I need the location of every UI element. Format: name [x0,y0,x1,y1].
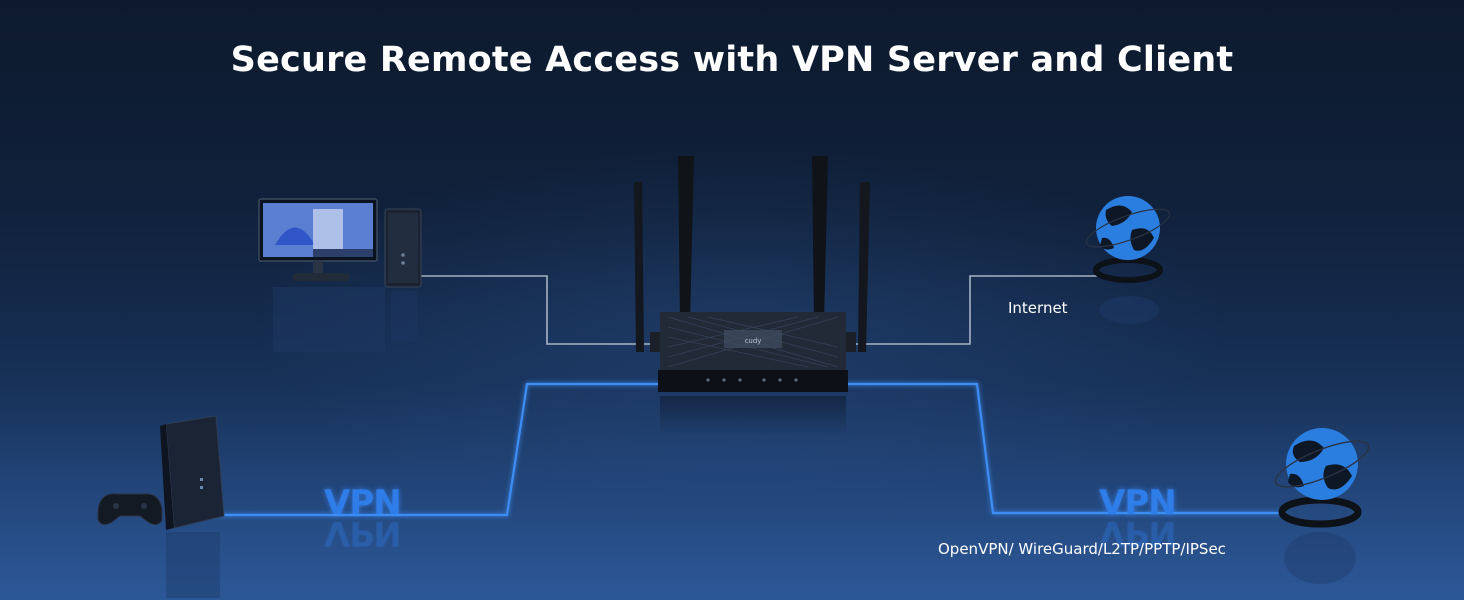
router-icon: cudy [634,156,870,402]
vpn-line-right [845,382,1285,515]
internet-label: Internet [1008,299,1068,317]
vpn-label-right: VPN [1099,483,1177,523]
wired-line-pc [418,275,660,345]
router-brand: cudy [745,337,762,345]
globe-icon [1274,428,1370,584]
desktop-pc-icon [258,198,422,352]
nas-server-icon [160,415,225,598]
game-controller-icon [97,493,163,526]
protocols-label: OpenVPN/ WireGuard/L2TP/PPTP/IPSec [938,540,1226,558]
router-reflection [660,396,846,436]
vpn-line-left [210,382,660,517]
wired-line-internet [845,275,1098,345]
vpn-label-left: VPN [324,483,402,523]
globe-icon [1085,196,1171,324]
vpn-label-left-reflection: VPN [324,513,401,553]
page-title: Secure Remote Access with VPN Server and… [230,40,1234,80]
